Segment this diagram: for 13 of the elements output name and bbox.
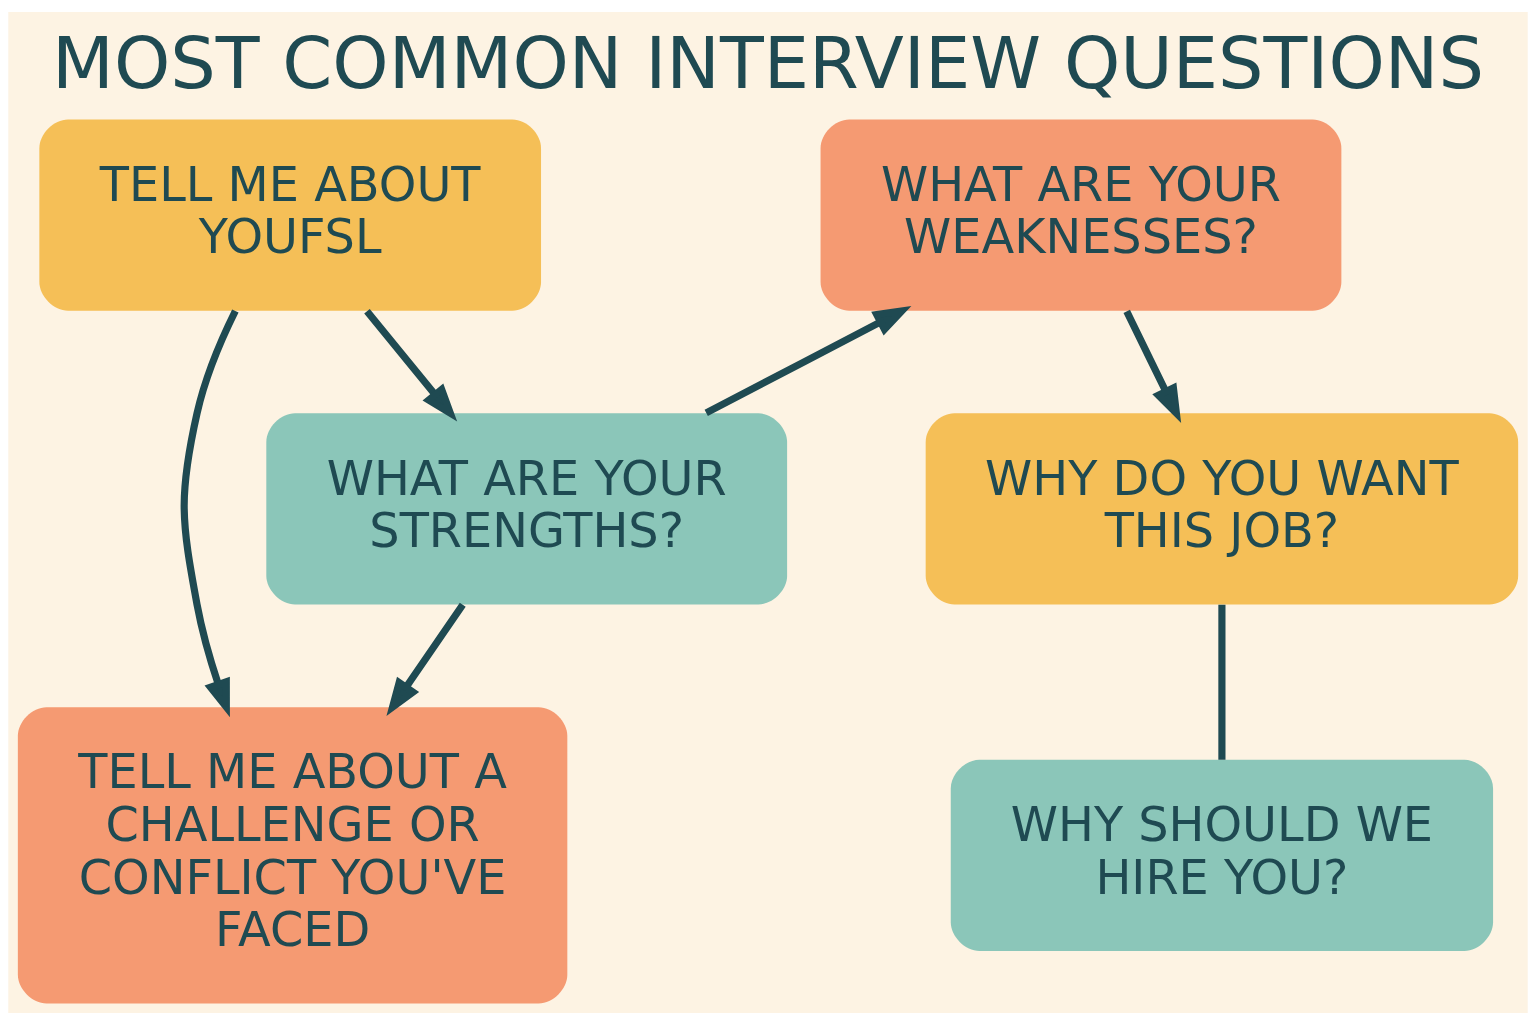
node-box: WHAT ARE YOUR WEAKNESSES? xyxy=(820,119,1342,311)
node-box: WHY SHOULD WE HIRE YOU? xyxy=(950,759,1494,951)
node-box: WHY DO YOU WANT THIS JOB? xyxy=(925,412,1519,604)
node-box: TELL ME ABOUT YOUFSL xyxy=(39,119,542,311)
node-box: TELL ME ABOUT A CHALLENGE OR CONFLICT YOU'VE FACED xyxy=(17,706,568,1003)
connector xyxy=(1218,604,1226,760)
arrow xyxy=(180,308,239,717)
arrow xyxy=(1123,309,1182,423)
arrow xyxy=(364,308,458,422)
node-box: WHAT ARE YOUR STRENGTHS? xyxy=(266,412,788,604)
arrow xyxy=(704,305,912,416)
arrow xyxy=(386,602,466,716)
diagram-title: MOST COMMON INTERVIEW QUESTIONS xyxy=(52,20,1484,105)
